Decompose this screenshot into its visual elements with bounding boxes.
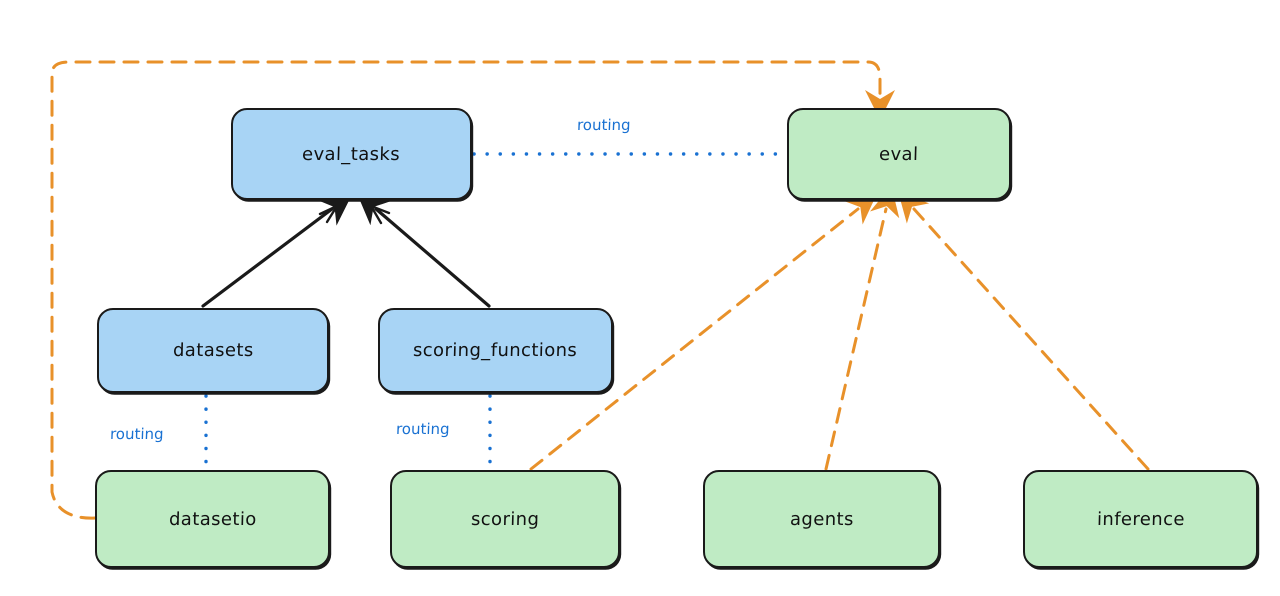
node-label-datasetio: datasetio [168,508,257,530]
edge-label-routing-eval-tasks-eval: routing [576,116,631,134]
node-agents[interactable]: agents [703,470,940,568]
node-datasetio[interactable]: datasetio [95,470,330,568]
node-scoring[interactable]: scoring [390,470,620,568]
node-eval[interactable]: eval [787,108,1011,200]
edge-scoring-eval [529,194,877,471]
edge-inference-eval [897,191,1150,471]
node-scoring-functions[interactable]: scoring_functions [378,308,613,393]
edge-scoringfn-eval-tasks [356,192,491,308]
node-label-inference: inference [1096,508,1185,530]
node-label-eval: eval [879,143,919,165]
edge-datasets-eval-tasks [201,193,353,308]
edge-label-routing-datasets-datasetio: routing [109,425,164,443]
node-label-scoring-functions: scoring_functions [413,340,578,361]
node-label-scoring: scoring [470,508,540,530]
node-label-datasets: datasets [172,340,254,361]
edge-agents-eval [824,185,900,471]
node-label-agents: agents [789,508,854,530]
node-datasets[interactable]: datasets [97,308,329,393]
node-label-eval-tasks: eval_tasks [302,143,401,165]
edge-label-routing-scoringfn-scoring: routing [395,420,450,438]
edge-datasetio-eval [50,60,895,520]
node-inference[interactable]: inference [1023,470,1258,568]
node-eval-tasks[interactable]: eval_tasks [231,108,472,200]
